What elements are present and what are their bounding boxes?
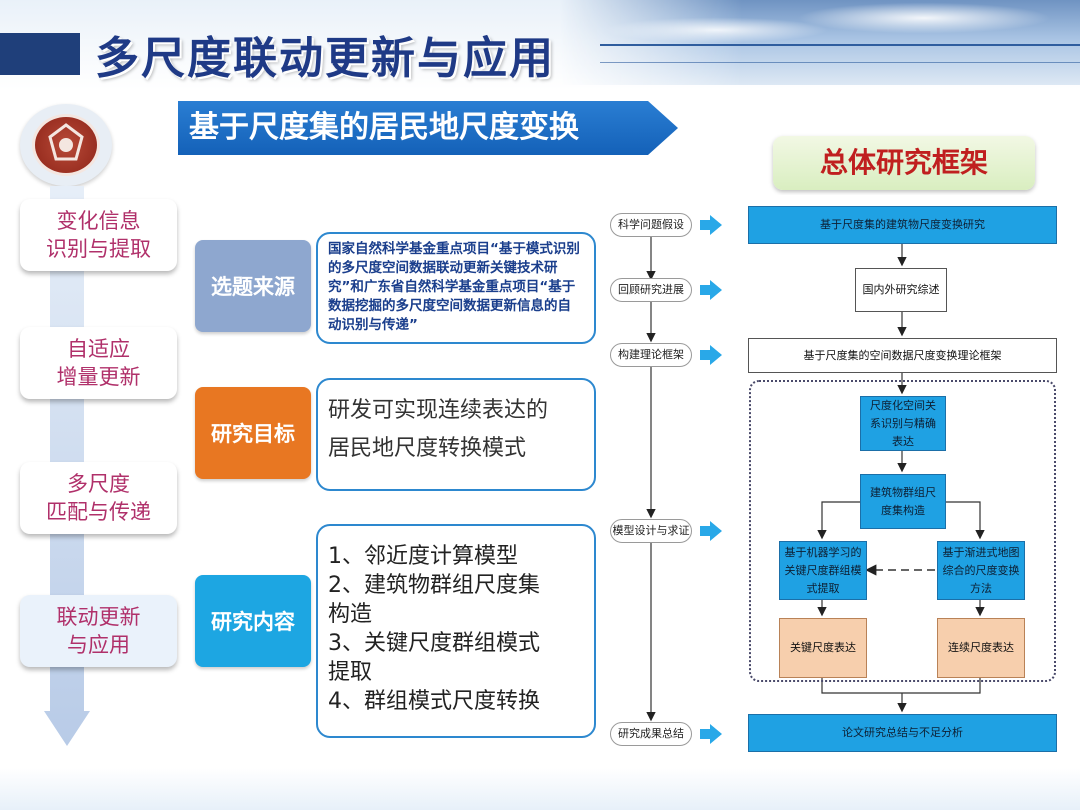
- flow-box-ml: 基于机器学习的关键尺度群组模式提取: [779, 541, 867, 600]
- header-rule-line: [600, 44, 1080, 46]
- flow-box-key-expression: 关键尺度表达: [779, 618, 867, 678]
- header-sky-decoration: [560, 0, 1080, 85]
- research-content-line: 4、群组模式尺度转换: [328, 689, 540, 714]
- flow-step-framework: 构建理论框架: [610, 343, 692, 367]
- side-step-line2: 匹配与传递: [46, 500, 151, 524]
- side-step-incremental-update[interactable]: 自适应 增量更新: [20, 327, 177, 399]
- footer-band: [0, 768, 1080, 810]
- model-design-frame: [749, 380, 1056, 682]
- research-content-line: 3、关键尺度群组模式: [328, 631, 540, 656]
- page-title: 多尺度联动更新与应用: [95, 33, 555, 84]
- research-content-line: 1、邻近度计算模型: [328, 544, 518, 569]
- header-rule-line: [600, 62, 1080, 63]
- flow-box-top: 基于尺度集的建筑物尺度变换研究: [748, 206, 1057, 244]
- side-step-line1: 多尺度: [67, 472, 130, 496]
- flow-step-model: 模型设计与求证: [610, 519, 692, 543]
- flow-box-summary: 论文研究总结与不足分析: [748, 714, 1057, 752]
- research-content-line: 构造: [328, 602, 373, 627]
- topic-source-text: 国家自然科学基金重点项目“基于模式识别的多尺度空间数据联动更新关键技术研究”和广…: [328, 241, 580, 333]
- header-accent-block: [0, 33, 80, 75]
- research-goal-label: 研究目标: [195, 387, 311, 479]
- side-step-change-detection[interactable]: 变化信息 识别与提取: [20, 199, 177, 271]
- flow-box-framework: 基于尺度集的空间数据尺度变换理论框架: [748, 338, 1057, 373]
- framework-title: 总体研究框架: [773, 136, 1035, 190]
- side-step-line1: 变化信息: [56, 209, 141, 233]
- research-content-box: 1、邻近度计算模型 2、建筑物群组尺度集 构造 3、关键尺度群组模式 提取 4、…: [316, 524, 596, 738]
- research-goal-box: 研发可实现连续表达的 居民地尺度转换模式: [316, 378, 596, 491]
- research-content-line: 提取: [328, 660, 373, 685]
- research-content-label: 研究内容: [195, 575, 311, 667]
- topic-source-label: 选题来源: [195, 240, 311, 332]
- side-step-multiscale-matching[interactable]: 多尺度 匹配与传递: [20, 462, 177, 534]
- flow-box-progressive: 基于渐进式地图综合的尺度变换方法: [937, 541, 1025, 600]
- flow-step-summary: 研究成果总结: [610, 722, 692, 746]
- side-step-linked-update[interactable]: 联动更新 与应用: [20, 595, 177, 667]
- research-content-line: 2、建筑物群组尺度集: [328, 573, 540, 598]
- flow-box-construct: 建筑物群组尺度集构造: [860, 474, 946, 529]
- flow-box-review: 国内外研究综述: [855, 268, 947, 312]
- side-step-line2: 与应用: [67, 633, 130, 657]
- emblem-icon: [32, 114, 100, 176]
- side-step-line1: 联动更新: [56, 605, 141, 629]
- flow-step-review: 回顾研究进展: [610, 278, 692, 302]
- section-banner-title: 基于尺度集的居民地尺度变换: [189, 110, 579, 145]
- side-step-line2: 识别与提取: [46, 237, 151, 261]
- side-step-line2: 增量更新: [56, 365, 141, 389]
- flow-box-continuous-expression: 连续尺度表达: [937, 618, 1025, 678]
- research-goal-line: 居民地尺度转换模式: [328, 436, 527, 461]
- flow-box-identify: 尺度化空间关系识别与精确表达: [860, 396, 946, 451]
- side-step-line1: 自适应: [67, 337, 130, 361]
- topic-source-box: 国家自然科学基金重点项目“基于模式识别的多尺度空间数据联动更新关键技术研究”和广…: [316, 232, 596, 344]
- flow-step-hypothesis: 科学问题假设: [610, 213, 692, 237]
- research-goal-line: 研发可实现连续表达的: [328, 398, 549, 423]
- section-banner: [178, 101, 678, 155]
